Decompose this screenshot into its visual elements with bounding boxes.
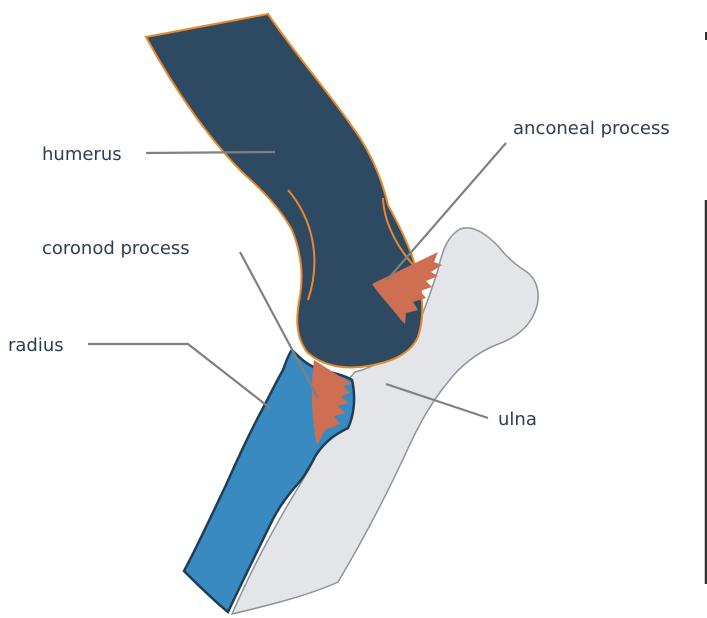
humerus-bone [146,14,422,367]
radius-leader-line [88,344,270,408]
radius-label: radius [8,335,64,356]
anconeal-process-label: anconeal process [513,118,670,139]
humerus-leader-line [146,152,275,153]
humerus-label: humerus [42,144,122,165]
ulna-label: ulna [498,409,537,430]
coronoid-process-label: coronod process [42,238,190,259]
